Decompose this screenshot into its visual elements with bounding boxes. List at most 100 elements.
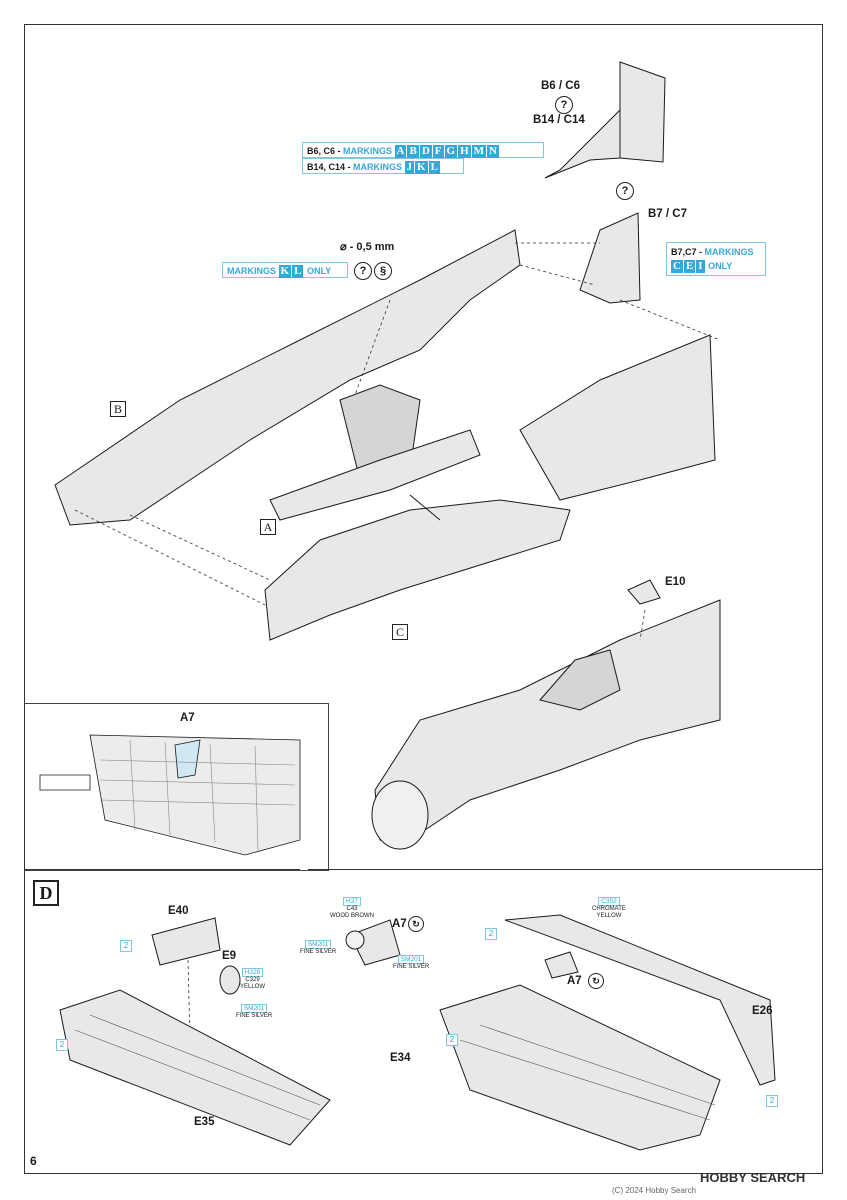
label-e35: E35 xyxy=(194,1116,215,1128)
markings-prefix: B7,C7 - xyxy=(671,247,705,257)
paint-name: YELLOW xyxy=(596,913,622,919)
paint-code: H329 xyxy=(241,968,264,977)
paint-count-box: 2 xyxy=(766,1095,778,1107)
label-e26: E26 xyxy=(752,1005,773,1017)
paint-name: FINE SILVER xyxy=(300,949,337,955)
label-a7-d: A7 xyxy=(392,918,407,930)
drill-note: ⌀ - 0,5 mm xyxy=(340,241,395,253)
marking-letter: H xyxy=(458,145,471,158)
question-icon: ? xyxy=(616,182,634,200)
marking-letter: L xyxy=(292,265,304,278)
marking-letter: F xyxy=(432,145,444,158)
paint-callout-fine-silver: SM201 FINE SILVER xyxy=(393,955,429,971)
marking-letter: D xyxy=(419,145,432,158)
cockpit-floor xyxy=(269,429,481,521)
fuselage-half-right xyxy=(519,334,716,501)
inset-panel xyxy=(24,703,329,871)
paint-callout-yellow: H329 C329 YELLOW xyxy=(240,968,265,991)
paint-count-box: 2 xyxy=(485,928,497,940)
paint-callout-wood-brown: H37 C43 WOOD BROWN xyxy=(330,897,374,920)
label-a7-d2: A7 xyxy=(567,975,582,987)
markings-word: MARKINGS xyxy=(343,146,393,156)
marking-letter: J xyxy=(404,161,415,174)
paint-name: FINE SILVER xyxy=(236,1013,273,1019)
section-label-a: A xyxy=(260,519,276,535)
markings-word: MARKINGS xyxy=(704,247,754,257)
marking-letter: M xyxy=(471,145,487,158)
marking-letter: K xyxy=(415,161,428,174)
section-label-c: C xyxy=(392,624,408,640)
part-e9 xyxy=(219,965,241,995)
label-e34: E34 xyxy=(390,1052,411,1064)
markings-prefix: B14, C14 - xyxy=(307,162,354,172)
part-a7-d xyxy=(544,951,579,979)
markings-word: MARKINGS xyxy=(353,162,403,172)
marking-letter: G xyxy=(444,145,458,158)
page-number: 6 xyxy=(30,1154,37,1168)
section-divider xyxy=(308,869,823,870)
section-label-b: B xyxy=(110,401,126,417)
paint-count-box: 2 xyxy=(56,1039,68,1051)
part-e40 xyxy=(151,917,221,966)
fuselage-nose xyxy=(264,499,571,641)
question-icon: ? xyxy=(555,96,573,114)
label-b14-c14: B14 / C14 xyxy=(533,114,585,126)
paint-callout-chromate: C352 CHROMATE YELLOW xyxy=(592,897,626,920)
paint-code: SM201 xyxy=(397,955,425,964)
paint-name: WOOD BROWN xyxy=(330,913,374,919)
markings-prefix: B6, C6 - xyxy=(307,146,344,156)
marking-letter: K xyxy=(278,265,292,278)
marking-letter: A xyxy=(394,145,407,158)
label-e9: E9 xyxy=(222,950,237,962)
part-e35 xyxy=(59,989,331,1146)
marking-letter: C xyxy=(671,260,683,273)
paint-code: H37 xyxy=(343,897,361,906)
page-frame xyxy=(24,24,823,1174)
inset-a7-drawing xyxy=(39,734,301,856)
marking-letter: N xyxy=(487,145,499,158)
paint-name: FINE SILVER xyxy=(393,964,430,970)
section-divider xyxy=(24,869,300,870)
section-label-d: D xyxy=(33,880,59,906)
markings-only: ONLY xyxy=(306,266,332,276)
paint-code: C352 xyxy=(598,897,620,906)
markings-word: MARKINGS xyxy=(227,266,276,276)
marking-letter: I xyxy=(696,260,705,273)
label-b6-c6: B6 / C6 xyxy=(541,80,580,92)
tail-fin-b6-c6 xyxy=(619,61,666,163)
paint-count-box: 2 xyxy=(446,1034,458,1046)
question-icon: ? xyxy=(354,262,372,280)
paint-count-box: 2 xyxy=(120,940,132,952)
marking-letter: B xyxy=(407,145,419,158)
paint-name: YELLOW xyxy=(240,984,266,990)
part-e10 xyxy=(627,579,661,605)
marking-letter: E xyxy=(683,260,696,273)
markings-only: ONLY xyxy=(708,261,733,271)
paint-name: CHROMATE xyxy=(592,906,626,912)
rotate-icon: ↻ xyxy=(408,916,424,932)
drill-icon: § xyxy=(374,262,392,280)
fuselage-half-left xyxy=(54,229,521,526)
paint-callout-fine-silver: SM201 FINE SILVER xyxy=(300,940,336,956)
label-e40: E40 xyxy=(168,905,189,917)
paint-code: SM201 xyxy=(304,940,332,949)
paint-code: C43 xyxy=(346,906,358,912)
label-a7-inset: A7 xyxy=(180,712,195,724)
paint-code: SM201 xyxy=(240,1004,268,1013)
paint-callout-fine-silver: SM201 FINE SILVER xyxy=(236,1004,272,1020)
label-e10: E10 xyxy=(665,576,686,588)
label-b7-c7: B7 / C7 xyxy=(648,208,687,220)
paint-code: C329 xyxy=(245,977,260,983)
tail-fin-b7-c7 xyxy=(579,212,641,304)
watermark-copyright: (C) 2024 Hobby Search xyxy=(612,1186,697,1195)
rotate-icon: ↻ xyxy=(588,973,604,989)
part-e26 xyxy=(504,914,776,1086)
marking-letter: L xyxy=(428,161,440,174)
part-e34 xyxy=(439,984,721,1151)
watermark-brand: HOBBY SEARCH xyxy=(700,1170,806,1185)
